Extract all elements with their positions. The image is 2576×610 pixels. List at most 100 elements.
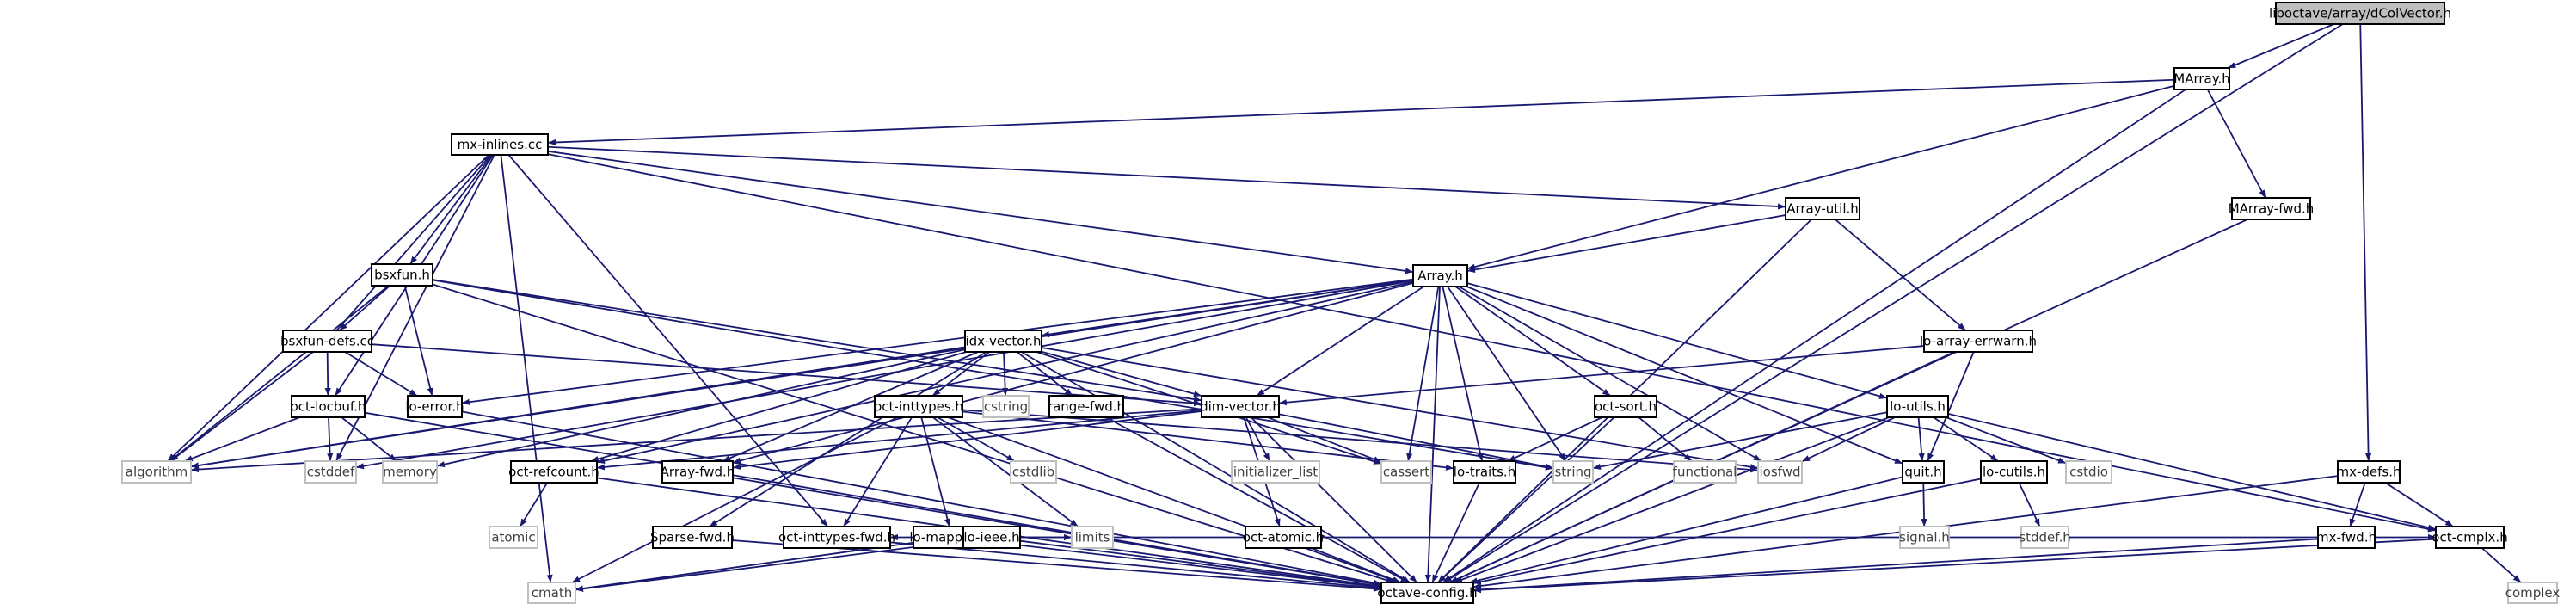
node-box[interactable] <box>2337 460 2401 484</box>
edge-dim_vector_h-to-Array_fwd_h <box>732 410 1202 471</box>
node-box[interactable] <box>874 395 963 418</box>
node-oct-refcount-h[interactable]: oct-refcount.h <box>508 460 599 484</box>
node-oct-inttypes-h[interactable]: oct-inttypes.h <box>874 395 963 418</box>
node-label[interactable]: Array-fwd.h <box>661 465 735 480</box>
node-box[interactable] <box>1245 526 1322 549</box>
node-label[interactable]: lo-cutils.h <box>1983 465 2045 480</box>
node-mx-inlines-cc[interactable]: mx-inlines.cc <box>451 133 549 156</box>
node-box[interactable] <box>1412 264 1468 287</box>
node-box[interactable] <box>2275 2 2445 25</box>
node-octave-config-h[interactable]: octave-config.h <box>1377 582 1478 604</box>
node-label[interactable]: mx-defs.h <box>2336 465 2401 480</box>
node-box[interactable] <box>652 526 733 549</box>
node-box[interactable] <box>371 263 433 287</box>
node-box[interactable] <box>783 526 891 549</box>
node-label[interactable]: bsxfun.h <box>374 268 430 283</box>
edge-Array_fwd_h-to-octave_config_h <box>732 477 1382 588</box>
node-oct-cmplx-h[interactable]: oct-cmplx.h <box>2432 526 2508 549</box>
node-lo-ieee-h[interactable]: lo-ieee.h <box>962 526 1021 549</box>
node-label[interactable]: lo-ieee.h <box>963 530 1019 545</box>
node-oct-inttypes-fwd-h[interactable]: oct-inttypes-fwd.h <box>778 526 895 549</box>
node-box[interactable] <box>282 330 372 353</box>
node-label[interactable]: oct-inttypes-fwd.h <box>778 530 895 545</box>
node-label[interactable]: oct-refcount.h <box>508 465 599 480</box>
node-bsxfun-defs-cc[interactable]: bsxfun-defs.cc <box>280 330 374 353</box>
node-box[interactable] <box>2173 67 2230 90</box>
node-box[interactable] <box>2317 526 2376 549</box>
node-lo-array-errwarn-h[interactable]: lo-array-errwarn.h <box>1920 330 2037 353</box>
node-box[interactable] <box>291 395 366 418</box>
node-box[interactable] <box>661 460 734 484</box>
edge-oct_inttypes_h-to-limits <box>932 416 1079 527</box>
node-label[interactable]: quit.h <box>1904 465 1941 480</box>
node-range-fwd-h[interactable]: range-fwd.h <box>1048 395 1125 418</box>
node-label[interactable]: octave-config.h <box>1377 585 1477 601</box>
node-label[interactable]: lo-traits.h <box>1454 465 1515 480</box>
node-label: memory <box>383 465 437 480</box>
node-label[interactable]: Array.h <box>1417 268 1463 284</box>
node-label[interactable]: oct-atomic.h <box>1243 530 1324 545</box>
node-box[interactable] <box>962 526 1021 549</box>
node-mx-fwd-h[interactable]: mx-fwd.h <box>2316 526 2376 549</box>
node-dim-vector-h[interactable]: dim-vector.h <box>1200 395 1281 418</box>
node-box[interactable] <box>1980 460 2048 484</box>
node-label[interactable]: range-fwd.h <box>1048 399 1125 415</box>
node-label[interactable]: oct-locbuf.h <box>291 399 366 415</box>
node-label[interactable]: oct-sort.h <box>1595 399 1657 415</box>
node-label: algorithm <box>126 465 188 480</box>
node-box[interactable] <box>1594 395 1657 418</box>
node-lo-error-h[interactable]: lo-error.h <box>405 395 464 418</box>
node-Array-util-h[interactable]: Array-util.h <box>1785 197 1860 220</box>
node-mx-defs-h[interactable]: mx-defs.h <box>2336 460 2401 484</box>
node-box[interactable] <box>1902 460 1945 484</box>
node-oct-atomic-h[interactable]: oct-atomic.h <box>1243 526 1324 549</box>
node-label[interactable]: mx-inlines.cc <box>458 137 543 152</box>
edge-Array_util_h-to-lo_array_errwarn_h <box>1835 219 1966 331</box>
node-Array-h[interactable]: Array.h <box>1412 264 1468 287</box>
node-box[interactable] <box>1923 330 2033 353</box>
node-MArray-h[interactable]: MArray.h <box>2173 67 2230 90</box>
node-lo-utils-h[interactable]: lo-utils.h <box>1886 395 1949 418</box>
node-label: cstdio <box>2069 465 2108 480</box>
node-label: atomic <box>491 530 535 545</box>
node-oct-sort-h[interactable]: oct-sort.h <box>1594 395 1657 418</box>
node-label[interactable]: bsxfun-defs.cc <box>280 334 374 349</box>
node-box[interactable] <box>1453 460 1516 484</box>
node-label[interactable]: liboctave/array/dColVector.h <box>2269 6 2451 22</box>
node-box[interactable] <box>2435 526 2505 549</box>
node-label[interactable]: lo-array-errwarn.h <box>1920 334 2037 349</box>
node-idx-vector-h[interactable]: idx-vector.h <box>964 330 1042 353</box>
node-MArray-fwd-h[interactable]: MArray-fwd.h <box>2229 197 2315 220</box>
node-box[interactable] <box>1886 395 1949 418</box>
node-label[interactable]: oct-cmplx.h <box>2432 530 2507 545</box>
node-box[interactable] <box>1201 395 1280 418</box>
node-label[interactable]: MArray-fwd.h <box>2229 201 2315 217</box>
node-label[interactable]: Sparse-fwd.h <box>650 530 735 545</box>
node-box[interactable] <box>964 330 1042 353</box>
node-box[interactable] <box>1785 197 1860 220</box>
node-bsxfun-h[interactable]: bsxfun.h <box>371 263 433 287</box>
node-Sparse-fwd-h[interactable]: Sparse-fwd.h <box>650 526 735 549</box>
node-box[interactable] <box>451 133 549 156</box>
edge-bsxfun_defs_cc-to-algorithm <box>169 351 314 462</box>
node-box[interactable] <box>510 460 598 484</box>
node-label[interactable]: Array-util.h <box>1786 201 1859 217</box>
node-quit-h[interactable]: quit.h <box>1902 460 1945 484</box>
node-dColVector-h[interactable]: liboctave/array/dColVector.h <box>2269 2 2451 25</box>
node-label[interactable]: dim-vector.h <box>1200 399 1281 415</box>
node-label[interactable]: lo-utils.h <box>1890 399 1946 415</box>
node-box[interactable] <box>2231 197 2311 220</box>
node-string: string <box>1552 460 1594 484</box>
node-box[interactable] <box>407 395 463 418</box>
node-label[interactable]: MArray.h <box>2173 71 2229 87</box>
node-label[interactable]: idx-vector.h <box>965 334 1041 349</box>
node-box[interactable] <box>1380 582 1474 604</box>
node-lo-cutils-h[interactable]: lo-cutils.h <box>1980 460 2048 484</box>
node-oct-locbuf-h[interactable]: oct-locbuf.h <box>291 395 366 418</box>
node-Array-fwd-h[interactable]: Array-fwd.h <box>661 460 735 484</box>
node-box[interactable] <box>1048 395 1124 418</box>
node-label[interactable]: lo-error.h <box>405 399 464 415</box>
node-label[interactable]: mx-fwd.h <box>2316 530 2376 545</box>
node-lo-traits-h[interactable]: lo-traits.h <box>1453 460 1516 484</box>
node-label[interactable]: oct-inttypes.h <box>874 399 963 415</box>
